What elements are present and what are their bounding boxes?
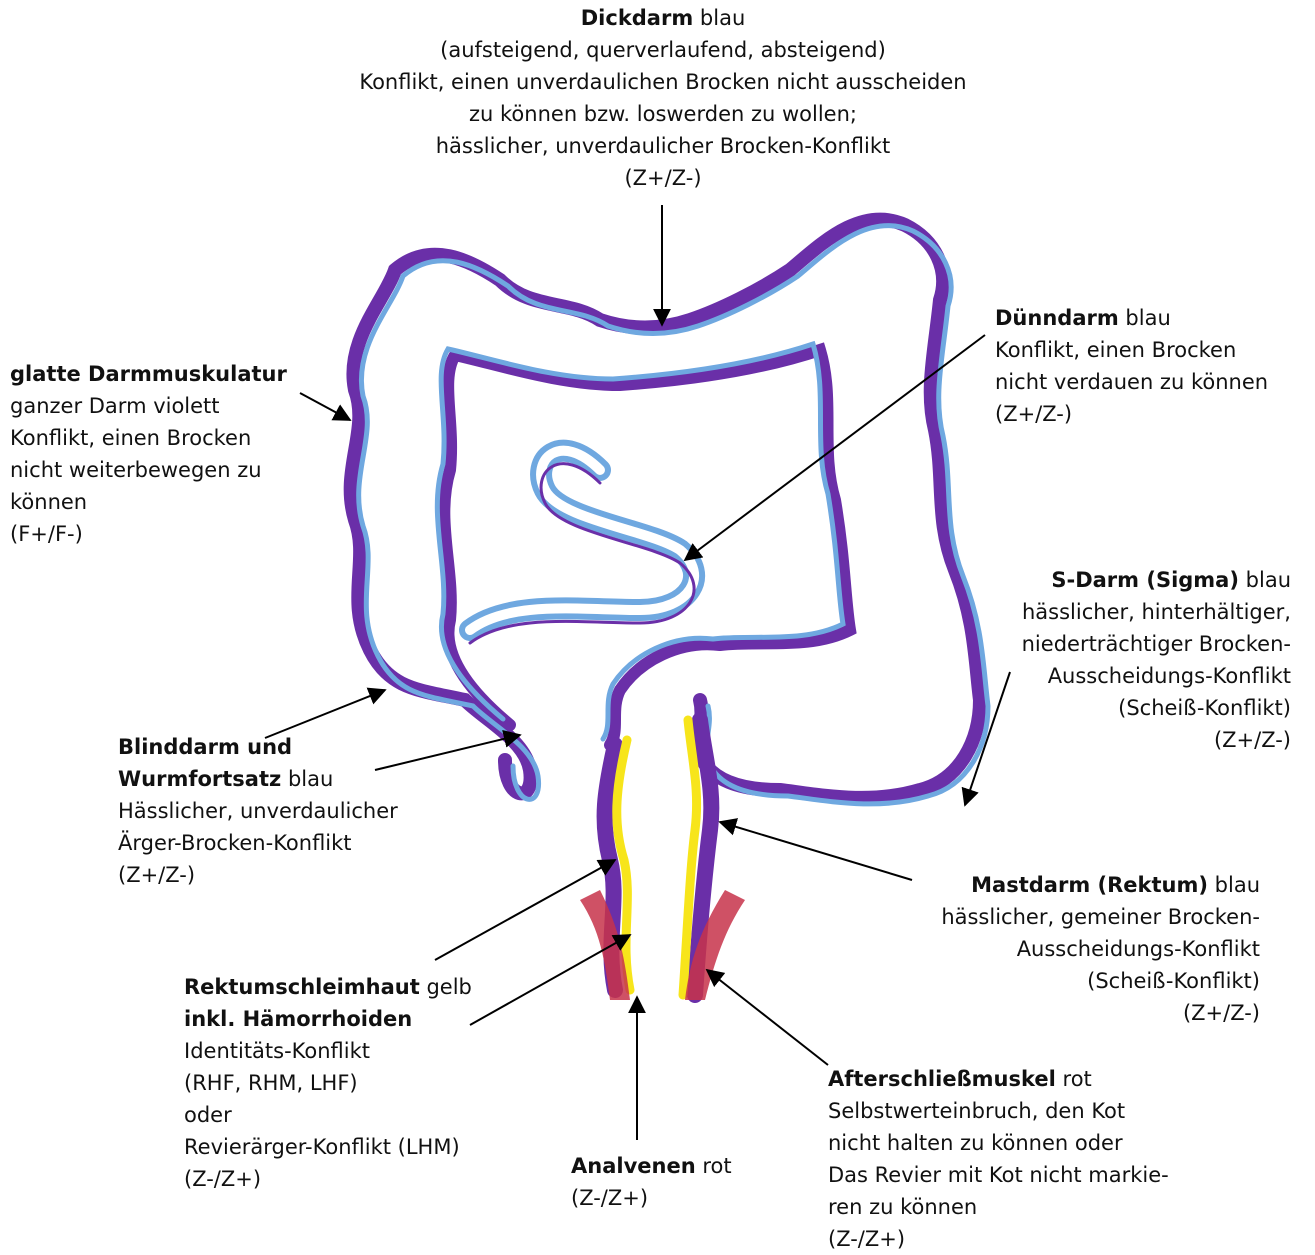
label-line: Konflikt, einen Brocken (995, 334, 1268, 366)
label-line: (Scheiß-Konflikt) (941, 965, 1260, 997)
arrow-afterschliessmuskel (707, 970, 828, 1065)
label-line: (Z+/Z-) (941, 997, 1260, 1029)
label-line: (Z-/Z+) (571, 1182, 732, 1214)
label-line: (Z+/Z-) (995, 398, 1268, 430)
label-color: blau (1215, 873, 1260, 897)
colon (351, 220, 988, 804)
label-line: Identitäts-Konflikt (184, 1035, 472, 1067)
label-color: blau (1125, 306, 1170, 330)
label-line: Ärger-Brocken-Konflikt (118, 827, 398, 859)
label-line: Ausscheidungs-Konflikt (941, 933, 1260, 965)
label-line: (Z+/Z-) (1022, 724, 1291, 756)
label-line: niederträchtiger Brocken- (1022, 628, 1291, 660)
label-line: nicht halten zu können oder (828, 1127, 1169, 1159)
label-line: Ausscheidungs-Konflikt (1022, 660, 1291, 692)
label-title: Mastdarm (Rektum) (971, 873, 1208, 897)
label-title: Afterschließmuskel (828, 1067, 1056, 1091)
label-afterschliessmuskel: Afterschließmuskel rot Selbstwerteinbruc… (828, 1063, 1169, 1255)
label-color: blau (700, 6, 745, 30)
label-line: Hässlicher, unverdaulicher (118, 795, 398, 827)
label-title-2: inkl. Hämorrhoiden (184, 1003, 472, 1035)
label-muskulatur: glatte Darmmuskulatur ganzer Darm violet… (10, 358, 287, 550)
label-analvenen: Analvenen rot (Z-/Z+) (571, 1150, 732, 1214)
arrow-muskulatur (300, 393, 350, 420)
label-line: hässlicher, unverdaulicher Brocken-Konfl… (320, 130, 1006, 162)
label-line: Das Revier mit Kot nicht markie- (828, 1159, 1169, 1191)
label-title: Rektumschleimhaut (184, 975, 420, 999)
label-line: hässlicher, hinterhältiger, (1022, 596, 1291, 628)
label-line: zu können bzw. loswerden zu wollen; (320, 98, 1006, 130)
label-line: ren zu können (828, 1191, 1169, 1223)
label-color: blau (288, 767, 333, 791)
label-line: (Z-/Z+) (184, 1163, 472, 1195)
label-line: Revierärger-Konflikt (LHM) (184, 1131, 472, 1163)
label-mastdarm: Mastdarm (Rektum) blau hässlicher, gemei… (941, 869, 1260, 1029)
label-line: Konflikt, einen Brocken (10, 422, 287, 454)
label-line: ganzer Darm violett (10, 390, 287, 422)
label-color: gelb (426, 975, 471, 999)
label-line: Konflikt, einen unverdaulichen Brocken n… (320, 66, 1006, 98)
label-line: (aufsteigend, querverlaufend, absteigend… (320, 34, 1006, 66)
label-line: Selbstwerteinbruch, den Kot (828, 1095, 1169, 1127)
label-line: (Scheiß-Konflikt) (1022, 692, 1291, 724)
label-blinddarm: Blinddarm und Wurmfortsatz blau Hässlich… (118, 731, 398, 891)
label-title: S-Darm (Sigma) (1051, 568, 1239, 592)
label-line: (Z+/Z-) (320, 162, 1006, 194)
arrow-mastdarm (720, 822, 912, 880)
label-line: nicht verdauen zu können (995, 366, 1268, 398)
label-duenndarm: Dünndarm blau Konflikt, einen Brocken ni… (995, 302, 1268, 430)
label-dickdarm: Dickdarm blau (aufsteigend, querverlaufe… (320, 2, 1006, 194)
colon-outer-blue (359, 226, 988, 804)
label-color: rot (1063, 1067, 1092, 1091)
label-color: rot (702, 1154, 731, 1178)
label-line: nicht weiterbewegen zu (10, 454, 287, 486)
rectum (580, 720, 745, 1000)
label-title-2: Wurmfortsatz (118, 767, 281, 791)
label-title: glatte Darmmuskulatur (10, 358, 287, 390)
label-line: (F+/F-) (10, 518, 287, 550)
label-line: (Z+/Z-) (118, 859, 398, 891)
label-title: Analvenen (571, 1154, 696, 1178)
label-line: hässlicher, gemeiner Brocken- (941, 901, 1260, 933)
label-title: Blinddarm und (118, 731, 398, 763)
label-line: oder (184, 1099, 472, 1131)
label-title: Dünndarm (995, 306, 1119, 330)
label-line: können (10, 486, 287, 518)
label-title: Dickdarm (581, 6, 694, 30)
label-color: blau (1246, 568, 1291, 592)
label-sdarm: S-Darm (Sigma) blau hässlicher, hinterhä… (1022, 564, 1291, 756)
label-line: (Z-/Z+) (828, 1223, 1169, 1255)
label-rektumschleimhaut: Rektumschleimhaut gelb inkl. Hämorrhoide… (184, 971, 472, 1195)
label-line: (RHF, RHM, LHF) (184, 1067, 472, 1099)
